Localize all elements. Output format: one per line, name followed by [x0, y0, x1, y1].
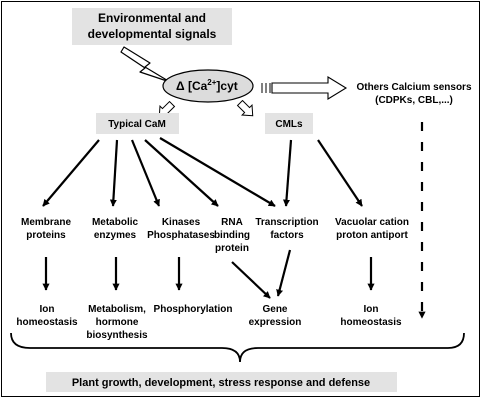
curly-brace [10, 332, 465, 363]
outcome-phosphorylation-line-1: Phosphorylation [154, 304, 233, 315]
arrow-transcription-gene [276, 249, 292, 297]
target-rna: RNA binding protein [214, 217, 250, 254]
target-kinases: Kinases Phosphatases [147, 217, 215, 241]
outcome-phosphorylation: Phosphorylation [154, 304, 233, 315]
calcium-node: Δ [Ca2+]cyt [162, 69, 254, 103]
target-vacuolar-line-2: proton antiport [336, 230, 408, 241]
outcome-metabolism-line-3: biosynthesis [86, 330, 148, 341]
arrow-rna-gene [231, 261, 271, 299]
others-line-2: (CDPKs, CBL,...) [375, 95, 453, 106]
target-vacuolar: Vacuolar cation proton antiport [335, 217, 409, 241]
outcome-ion-1: Ion homeostasis [16, 304, 78, 328]
cam-label: Typical CaM [108, 119, 166, 130]
target-transcription-line-2: factors [270, 230, 304, 241]
hollow-arrow-to-cmls [236, 99, 254, 117]
signal-line-2: developmental signals [88, 27, 217, 41]
arrow-cmls-vacuolar [317, 139, 363, 207]
outcome-metabolism-line-1: Metabolism, [88, 304, 146, 315]
calcium-label: Δ [Ca2+]cyt [176, 78, 238, 93]
others-line-1: Others Calcium sensors [356, 82, 471, 93]
outcome-gene-line-1: Gene [262, 304, 287, 315]
arrow-cam-membrane [42, 139, 100, 207]
outcome-gene-expression: Gene expression [249, 304, 302, 328]
target-rna-line-3: protein [215, 243, 249, 254]
target-transcription-line-1: Transcription [255, 217, 318, 228]
outcome-metabolism: Metabolism, hormone biosynthesis [86, 304, 148, 341]
signal-box: Environmental and developmental signals [72, 8, 232, 45]
outcome-metabolism-line-2: hormone [96, 317, 139, 328]
target-vacuolar-line-1: Vacuolar cation [335, 217, 409, 228]
lightning-bolt-icon [120, 46, 171, 83]
outcome-ion-2: Ion homeostasis [340, 304, 402, 328]
cmls-box: CMLs [265, 113, 313, 134]
cmls-label: CMLs [275, 119, 303, 130]
arrow-cam-metabolic [109, 139, 119, 207]
outcome-ion-2-line-1: Ion [364, 304, 379, 315]
target-metabolic: Metabolic enzymes [92, 217, 139, 241]
target-rna-line-1: RNA [221, 217, 243, 228]
target-transcription: Transcription factors [255, 217, 318, 241]
outcome-ion-1-line-1: Ion [40, 304, 55, 315]
arrow-cmls-transcription [282, 139, 293, 207]
signal-line-1: Environmental and [98, 11, 206, 25]
target-rna-line-2: binding [214, 230, 250, 241]
target-membrane-line-1: Membrane [21, 217, 71, 228]
hollow-arrow-stripes [261, 83, 271, 93]
bottom-box: Plant growth, development, stress respon… [46, 372, 397, 392]
arrow-cam-rna [144, 139, 219, 207]
target-membrane-line-2: proteins [26, 230, 66, 241]
hollow-arrow-right [271, 76, 348, 100]
arrow-cam-kinases [130, 139, 161, 207]
outcome-gene-line-2: expression [249, 317, 302, 328]
cam-box: Typical CaM [96, 113, 179, 134]
target-metabolic-line-2: enzymes [94, 230, 137, 241]
target-kinases-line-1: Kinases [162, 217, 201, 228]
target-kinases-line-2: Phosphatases [147, 230, 215, 241]
target-membrane: Membrane proteins [21, 217, 71, 241]
bottom-label: Plant growth, development, stress respon… [72, 377, 370, 389]
target-metabolic-line-1: Metabolic [92, 217, 139, 228]
arrow-cam-transcription [159, 137, 276, 207]
outcome-ion-2-line-2: homeostasis [340, 317, 402, 328]
outcome-ion-1-line-2: homeostasis [16, 317, 78, 328]
